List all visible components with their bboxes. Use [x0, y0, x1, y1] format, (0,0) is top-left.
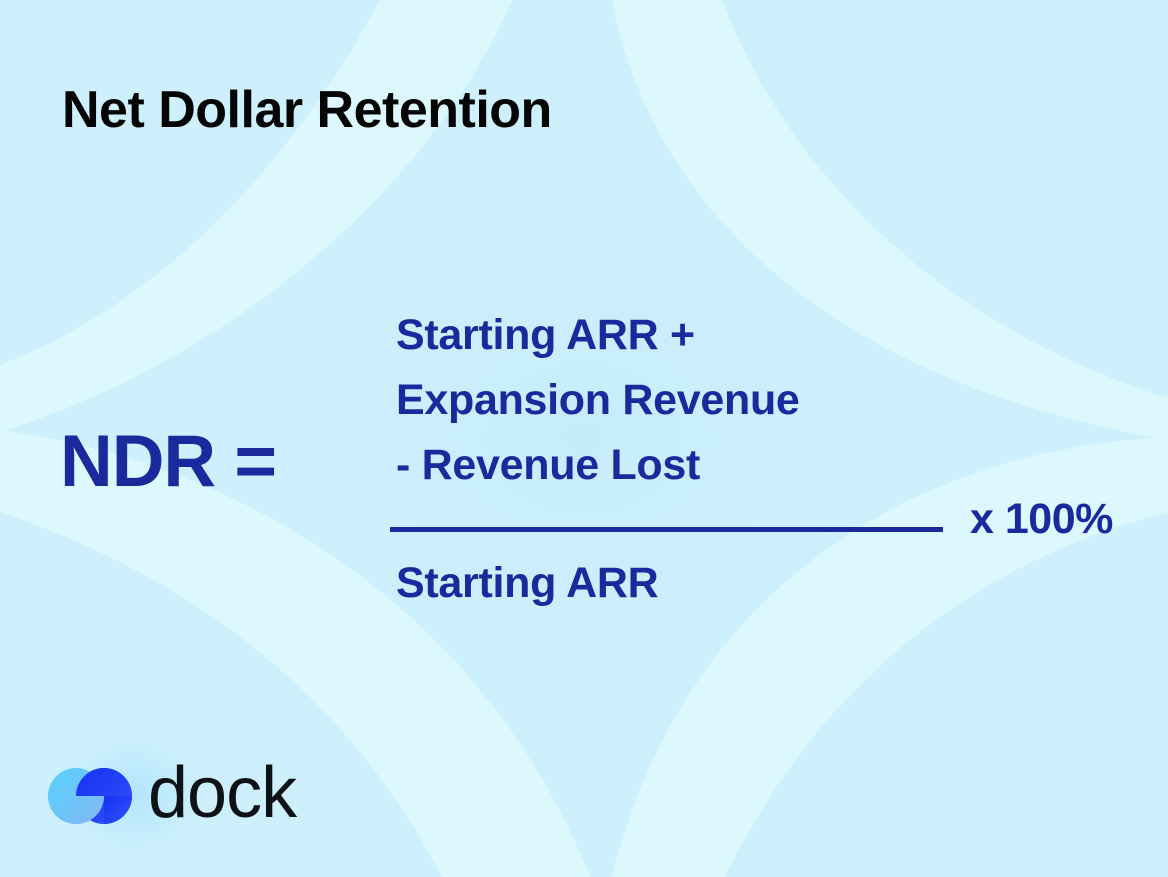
band-top-left [0, 0, 512, 432]
band-bottom-left [0, 430, 590, 877]
brand-logo: dock [44, 735, 297, 855]
formula-numerator: Starting ARR + Expansion Revenue - Reven… [396, 303, 800, 498]
fraction-bar [390, 527, 943, 532]
formula-lhs: NDR = [60, 421, 277, 502]
page-title: Net Dollar Retention [62, 81, 552, 139]
formula-multiplier: x 100% [970, 495, 1113, 543]
numerator-line-expansion-revenue: Expansion Revenue [396, 376, 800, 424]
formula-denominator: Starting ARR [396, 559, 659, 607]
brand-name: dock [148, 753, 297, 833]
dock-logo-icon [48, 768, 132, 824]
band-bottom-right [612, 437, 1168, 877]
numerator-line-starting-arr: Starting ARR + [396, 311, 695, 359]
numerator-line-revenue-lost: - Revenue Lost [396, 441, 701, 489]
band-top-right [612, 0, 1168, 440]
